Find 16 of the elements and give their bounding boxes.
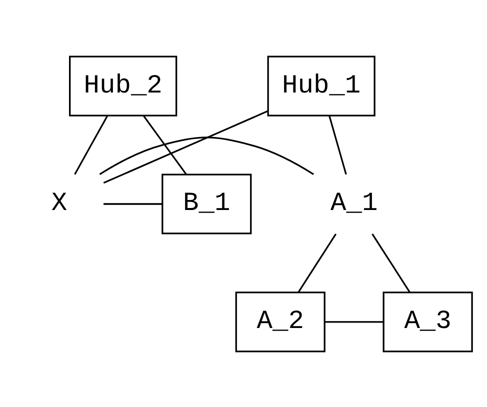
connector [143, 115, 187, 174]
node-box: Hub_2 [69, 55, 178, 116]
node-box: A_2 [235, 291, 326, 352]
connector [324, 320, 384, 322]
connector [74, 115, 108, 174]
node-box: Hub_1 [267, 55, 376, 116]
node-text: X [51, 188, 68, 218]
connector [328, 115, 347, 174]
connector [298, 233, 337, 292]
connector [372, 233, 410, 292]
connector [99, 136, 314, 175]
node-box: B_1 [162, 173, 252, 234]
node-text: A_1 [330, 188, 378, 218]
connector [103, 110, 268, 184]
node-box: A_3 [382, 291, 473, 352]
connector [104, 202, 162, 204]
